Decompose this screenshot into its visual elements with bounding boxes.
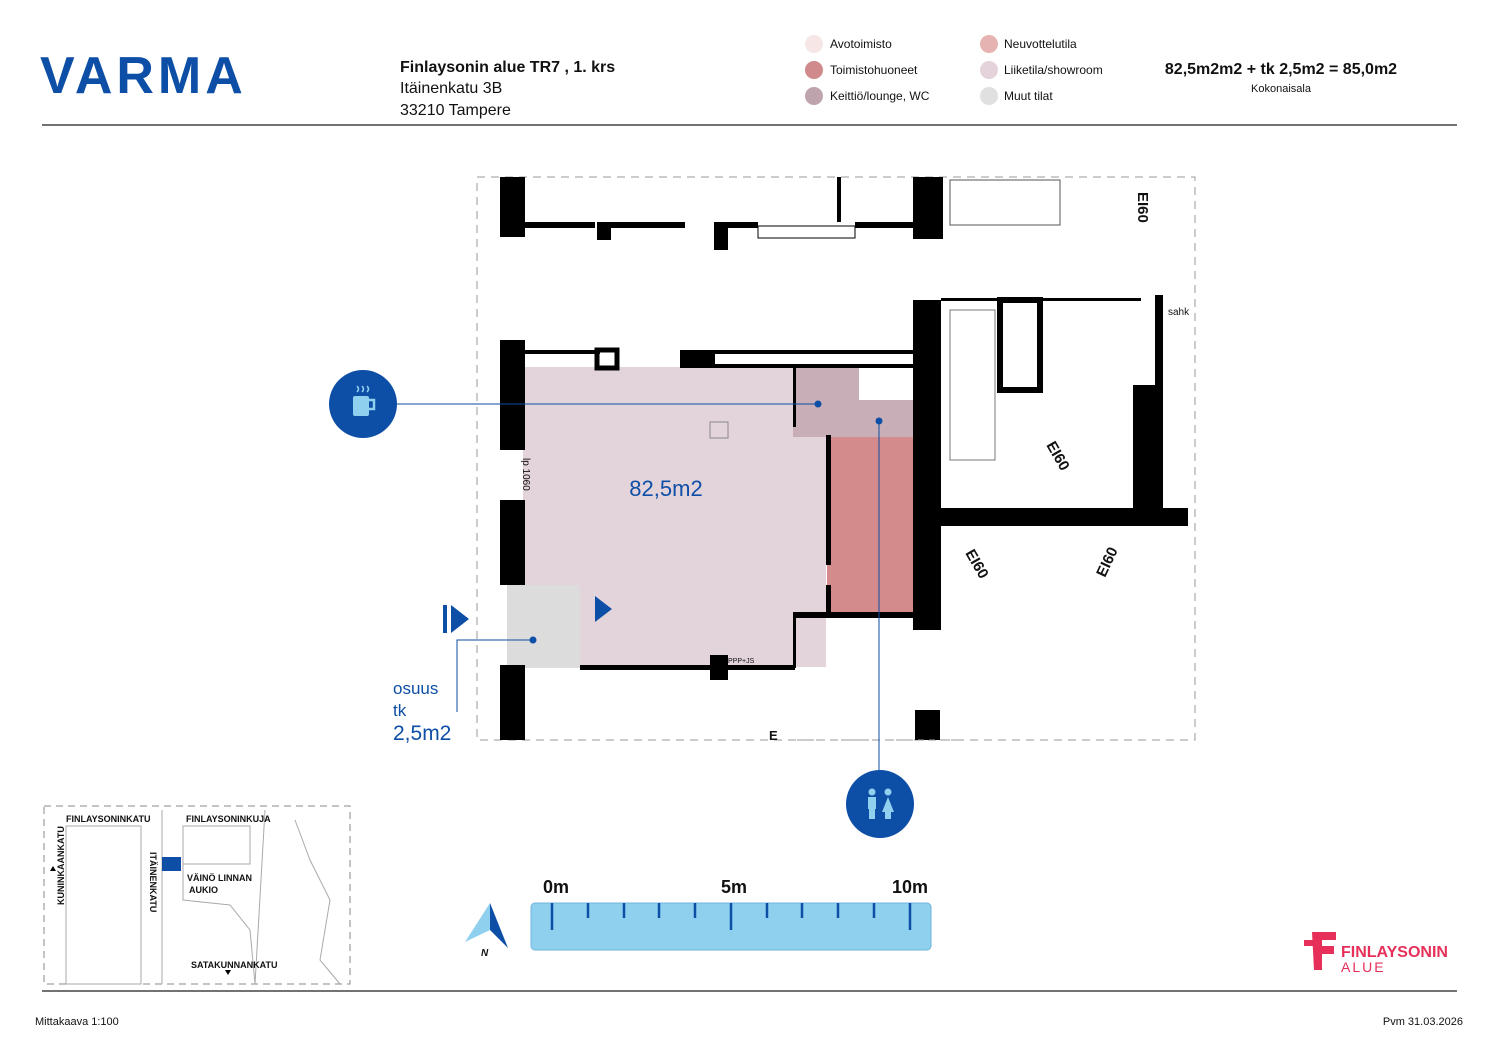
legend-label: Avotoimisto (830, 37, 892, 51)
fire-label: EI60 (1093, 545, 1121, 580)
svg-text:5m: 5m (721, 877, 747, 897)
street-label: KUNINKAANKATU (56, 826, 66, 905)
svg-text:10m: 10m (892, 877, 928, 897)
svg-text:ALUE: ALUE (1341, 959, 1386, 975)
street-label: FINLAYSONINKUJA (186, 814, 271, 824)
finlaysonin-alue-logo: FINLAYSONIN ALUE (1304, 932, 1448, 975)
total-area-label: Kokonaisala (1251, 83, 1312, 95)
ppp-label: PPP+JS (728, 658, 755, 665)
entrance-icon (443, 596, 612, 633)
lp-label: lp 1060 (520, 458, 531, 491)
location-map: FINLAYSONINKATU FINLAYSONINKUJA KUNINKAA… (43, 805, 351, 985)
svg-text:N: N (481, 948, 489, 959)
address-city: 33210 Tampere (400, 102, 511, 119)
scale-bar: 0m 5m 10m (530, 877, 932, 951)
svg-text:FINLAYSONIN: FINLAYSONIN (1341, 944, 1448, 961)
legend-swatch (980, 35, 998, 53)
fire-label: EI60 (1043, 439, 1073, 474)
date-label: Pvm 31.03.2026 (1383, 1016, 1463, 1028)
fire-label: EI60 (962, 547, 992, 582)
room-wc (859, 400, 915, 437)
share-label-tk: tk (393, 701, 407, 720)
room-office (827, 437, 915, 615)
svg-text:0m: 0m (543, 877, 569, 897)
coffee-icon[interactable] (329, 370, 397, 438)
floor-plan: 82,5m2 lp 1060 sahk PPP+JS E EI60 EI60 E… (329, 176, 1196, 838)
varma-logo: VARMA (40, 47, 247, 105)
north-arrow-icon: N (465, 903, 508, 959)
legend-swatch (980, 87, 998, 105)
street-label: VÄINÖ LINNAN (187, 873, 252, 883)
legend-swatch (805, 61, 823, 79)
legend-label: Toimistohuoneet (830, 63, 918, 77)
e-label: E (769, 728, 778, 743)
sahk-label: sahk (1168, 307, 1190, 318)
property-title: Finlaysonin alue TR7 , 1. krs (400, 59, 615, 76)
street-label: SATAKUNNANKATU (191, 960, 278, 970)
scale-label: Mittakaava 1:100 (35, 1016, 119, 1028)
share-label: osuus (393, 679, 438, 698)
legend-label: Neuvottelutila (1004, 37, 1077, 51)
legend-label: Muut tilat (1004, 89, 1053, 103)
fire-label: EI60 (1134, 192, 1151, 223)
legend-swatch (805, 35, 823, 53)
walls (500, 177, 1188, 740)
legend-label: Keittiö/lounge, WC (830, 89, 930, 103)
address-street: Itäinenkatu 3B (400, 80, 502, 97)
room-kitchen (793, 367, 859, 437)
color-legend: Avotoimisto Toimistohuoneet Keittiö/loun… (805, 35, 1103, 105)
street-label: AUKIO (189, 885, 218, 895)
property-location-marker (162, 857, 181, 871)
toilet-icon[interactable] (846, 770, 914, 838)
share-area: 2,5m2 (393, 722, 451, 745)
legend-swatch (980, 61, 998, 79)
street-label: FINLAYSONINKATU (66, 814, 151, 824)
legend-swatch (805, 87, 823, 105)
legend-label: Liiketila/showroom (1004, 63, 1103, 77)
street-label: ITÄINENKATU (148, 852, 158, 912)
total-area: 82,5m2m2 + tk 2,5m2 = 85,0m2 (1165, 61, 1397, 78)
room-entrance-share (507, 585, 580, 668)
main-area-label: 82,5m2 (629, 476, 702, 501)
